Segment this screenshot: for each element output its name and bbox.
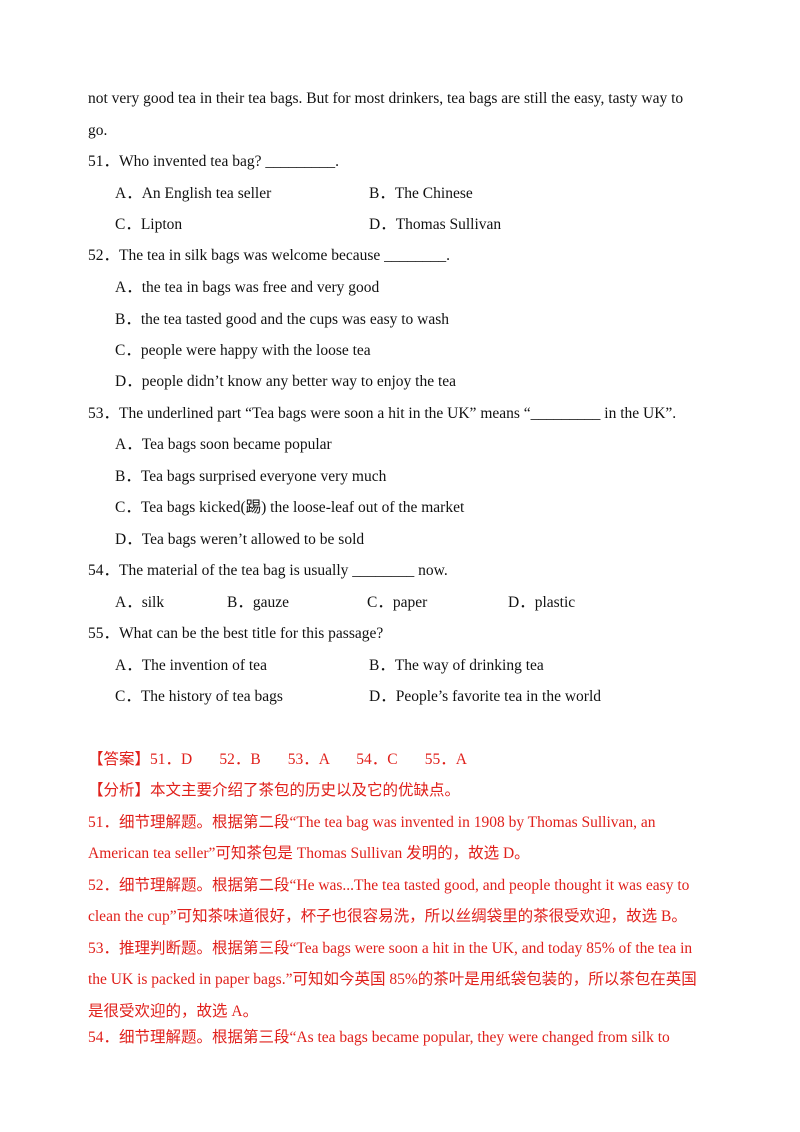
- question-53-option-c: C．Tea bags kicked(踢) the loose-leaf out …: [115, 499, 465, 516]
- question-52-option-c: C．people were happy with the loose tea: [115, 342, 371, 359]
- question-53-option-b: B．Tea bags surprised everyone very much: [115, 468, 387, 485]
- passage-text-line: not very good tea in their tea bags. But…: [88, 90, 684, 107]
- question-52-option-b: B．the tea tasted good and the cups was e…: [115, 311, 450, 328]
- question-54-option-c: C．paper: [367, 594, 428, 611]
- question-54-option-a: A．silk: [115, 594, 165, 611]
- explanation-line: clean the cup”可知茶味道很好，杯子也很容易洗，所以丝绸袋里的茶很受…: [88, 908, 687, 925]
- question-51-option-c: C．Lipton: [115, 216, 183, 233]
- question-53-option-d: D．Tea bags weren’t allowed to be sold: [115, 531, 365, 548]
- question-53-stem: 53．The underlined part “Tea bags were so…: [88, 405, 677, 422]
- analysis-summary: 【分析】本文主要介绍了茶包的历史以及它的优缺点。: [88, 782, 461, 799]
- question-54-stem: 54．The material of the tea bag is usuall…: [88, 562, 448, 579]
- question-55-option-d: D．People’s favorite tea in the world: [369, 688, 602, 705]
- explanation-line: American tea seller”可知茶包是 Thomas Sulliva…: [88, 845, 530, 862]
- question-51-option-d: D．Thomas Sullivan: [369, 216, 502, 233]
- explanation-line: 51．细节理解题。根据第二段“The tea bag was invented …: [88, 814, 656, 831]
- question-55-option-b: B．The way of drinking tea: [369, 657, 544, 674]
- question-52-option-d: D．people didn’t know any better way to e…: [115, 373, 457, 390]
- answer-key-line: 【答案】51．D 52．B 53．A 54．C 55．A: [88, 751, 467, 768]
- question-55-option-c: C．The history of tea bags: [115, 688, 283, 705]
- question-51-option-a: A．An English tea seller: [115, 185, 272, 202]
- explanation-line: the UK is packed in paper bags.”可知如今英国 8…: [88, 971, 697, 988]
- question-51-stem: 51．Who invented tea bag? _________.: [88, 153, 339, 170]
- explanation-line: 54．细节理解题。根据第三段“As tea bags became popula…: [88, 1029, 670, 1046]
- question-52-option-a: A．the tea in bags was free and very good: [115, 279, 380, 296]
- question-54-option-b: B．gauze: [227, 594, 289, 611]
- explanation-line: 53．推理判断题。根据第三段“Tea bags were soon a hit …: [88, 940, 693, 957]
- question-55-stem: 55．What can be the best title for this p…: [88, 625, 384, 642]
- question-55-option-a: A．The invention of tea: [115, 657, 267, 674]
- question-52-stem: 52．The tea in silk bags was welcome beca…: [88, 247, 451, 264]
- explanation-line: 是很受欢迎的，故选 A。: [88, 1003, 259, 1020]
- question-53-option-a: A．Tea bags soon became popular: [115, 436, 332, 453]
- explanation-line: 52．细节理解题。根据第二段“He was...The tea tasted g…: [88, 877, 690, 894]
- question-54-option-d: D．plastic: [508, 594, 576, 611]
- question-51-option-b: B．The Chinese: [369, 185, 473, 202]
- passage-text-line: go.: [88, 122, 108, 139]
